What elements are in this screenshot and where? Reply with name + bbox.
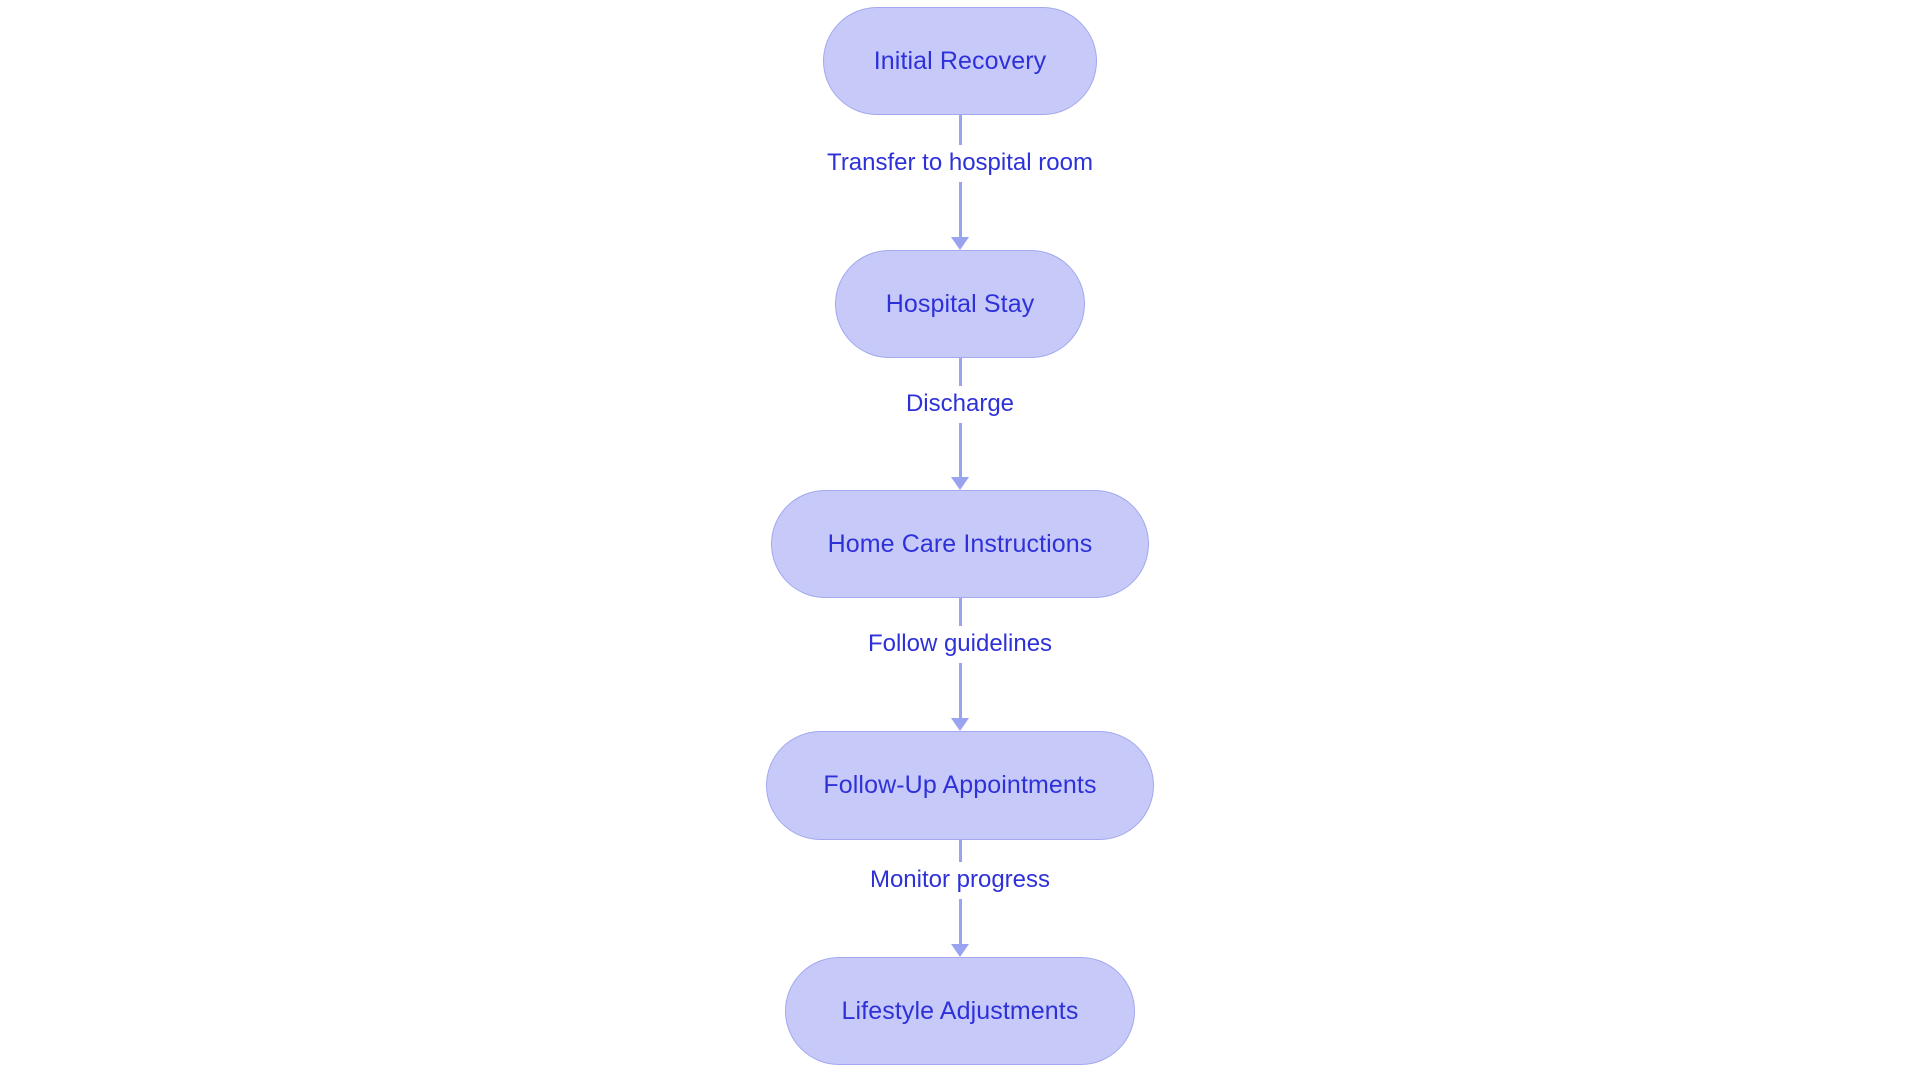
edge-label: Discharge: [905, 386, 1015, 423]
edge-line-segment: [958, 358, 962, 386]
flow-node-lifestyle-adjustments[interactable]: Lifestyle Adjustments: [784, 957, 1136, 1065]
flow-node-label: Lifestyle Adjustments: [841, 996, 1079, 1025]
flow-node-label: Initial Recovery: [873, 46, 1047, 75]
flow-edge-transfer-to-hospital-room: Transfer to hospital room: [750, 115, 1170, 250]
arrowhead-icon: [951, 477, 969, 490]
arrowhead-icon: [951, 718, 969, 731]
flow-node-label: Home Care Instructions: [827, 529, 1093, 558]
edge-line-segment: [958, 182, 962, 238]
flow-node-initial-recovery[interactable]: Initial Recovery: [822, 7, 1098, 115]
edge-line-segment: [958, 840, 962, 862]
flow-node-hospital-stay[interactable]: Hospital Stay: [834, 250, 1086, 358]
arrowhead-icon: [951, 944, 969, 957]
edge-label: Follow guidelines: [867, 626, 1053, 663]
flow-node-home-care-instructions[interactable]: Home Care Instructions: [770, 490, 1150, 598]
flow-edge-discharge: Discharge: [750, 358, 1170, 490]
edge-label: Transfer to hospital room: [827, 145, 1093, 182]
flow-edge-monitor-progress: Monitor progress: [750, 840, 1170, 957]
edge-line-segment: [958, 899, 962, 945]
arrowhead-icon: [951, 237, 969, 250]
flow-node-follow-up-appointments[interactable]: Follow-Up Appointments: [766, 731, 1154, 840]
flow-node-label: Follow-Up Appointments: [823, 771, 1097, 799]
edge-line-segment: [958, 598, 962, 626]
edge-line-segment: [958, 115, 962, 145]
flow-edge-follow-guidelines: Follow guidelines: [750, 598, 1170, 731]
flow-node-label: Hospital Stay: [885, 289, 1035, 318]
edge-label: Monitor progress: [869, 862, 1051, 899]
edge-line-segment: [958, 423, 962, 478]
edge-line-segment: [958, 663, 962, 719]
